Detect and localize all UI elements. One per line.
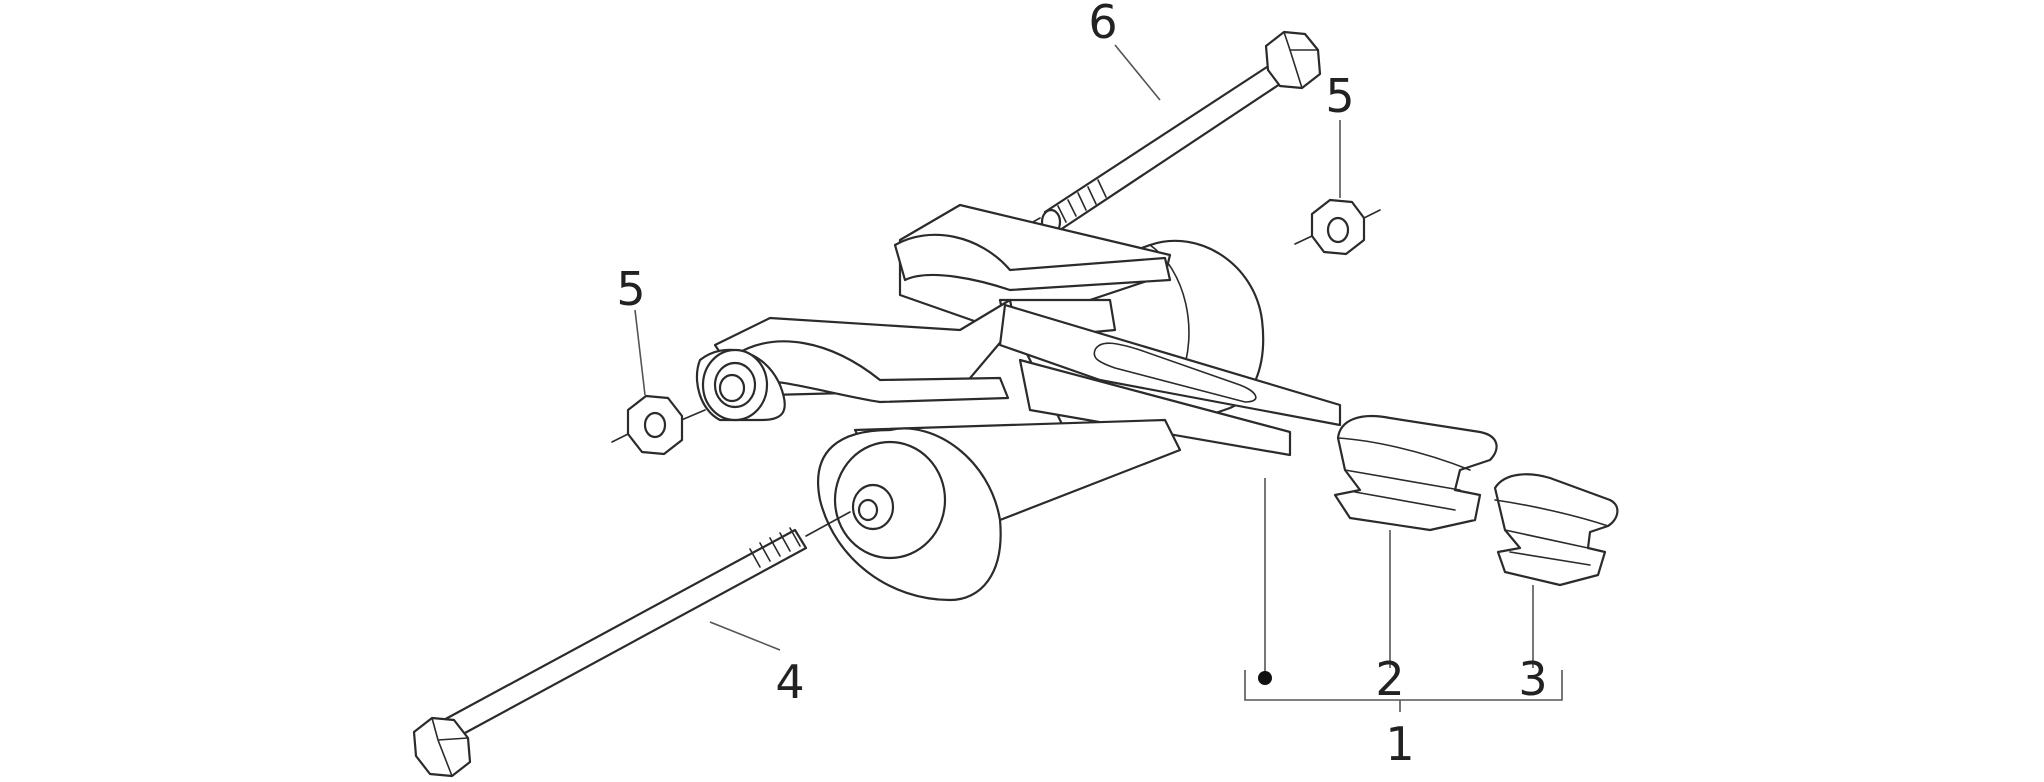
rubber-block-2 xyxy=(1333,414,1498,532)
callout-5-right: 5 xyxy=(1325,69,1354,123)
lower-bolt xyxy=(412,511,851,778)
left-nut xyxy=(611,394,684,456)
top-bolt xyxy=(1004,30,1322,239)
callout-1: 1 xyxy=(1385,717,1414,771)
rubber-block-3 xyxy=(1493,473,1619,587)
leader-lines xyxy=(634,44,1563,712)
swingarm-body xyxy=(671,203,1342,602)
assembly-dot-marker xyxy=(1258,671,1272,685)
callout-4: 4 xyxy=(775,655,804,709)
callout-5-left: 5 xyxy=(616,262,645,316)
right-nut xyxy=(1294,198,1381,256)
callout-3: 3 xyxy=(1518,652,1547,706)
callout-2: 2 xyxy=(1375,652,1404,706)
callout-6: 6 xyxy=(1088,0,1117,49)
